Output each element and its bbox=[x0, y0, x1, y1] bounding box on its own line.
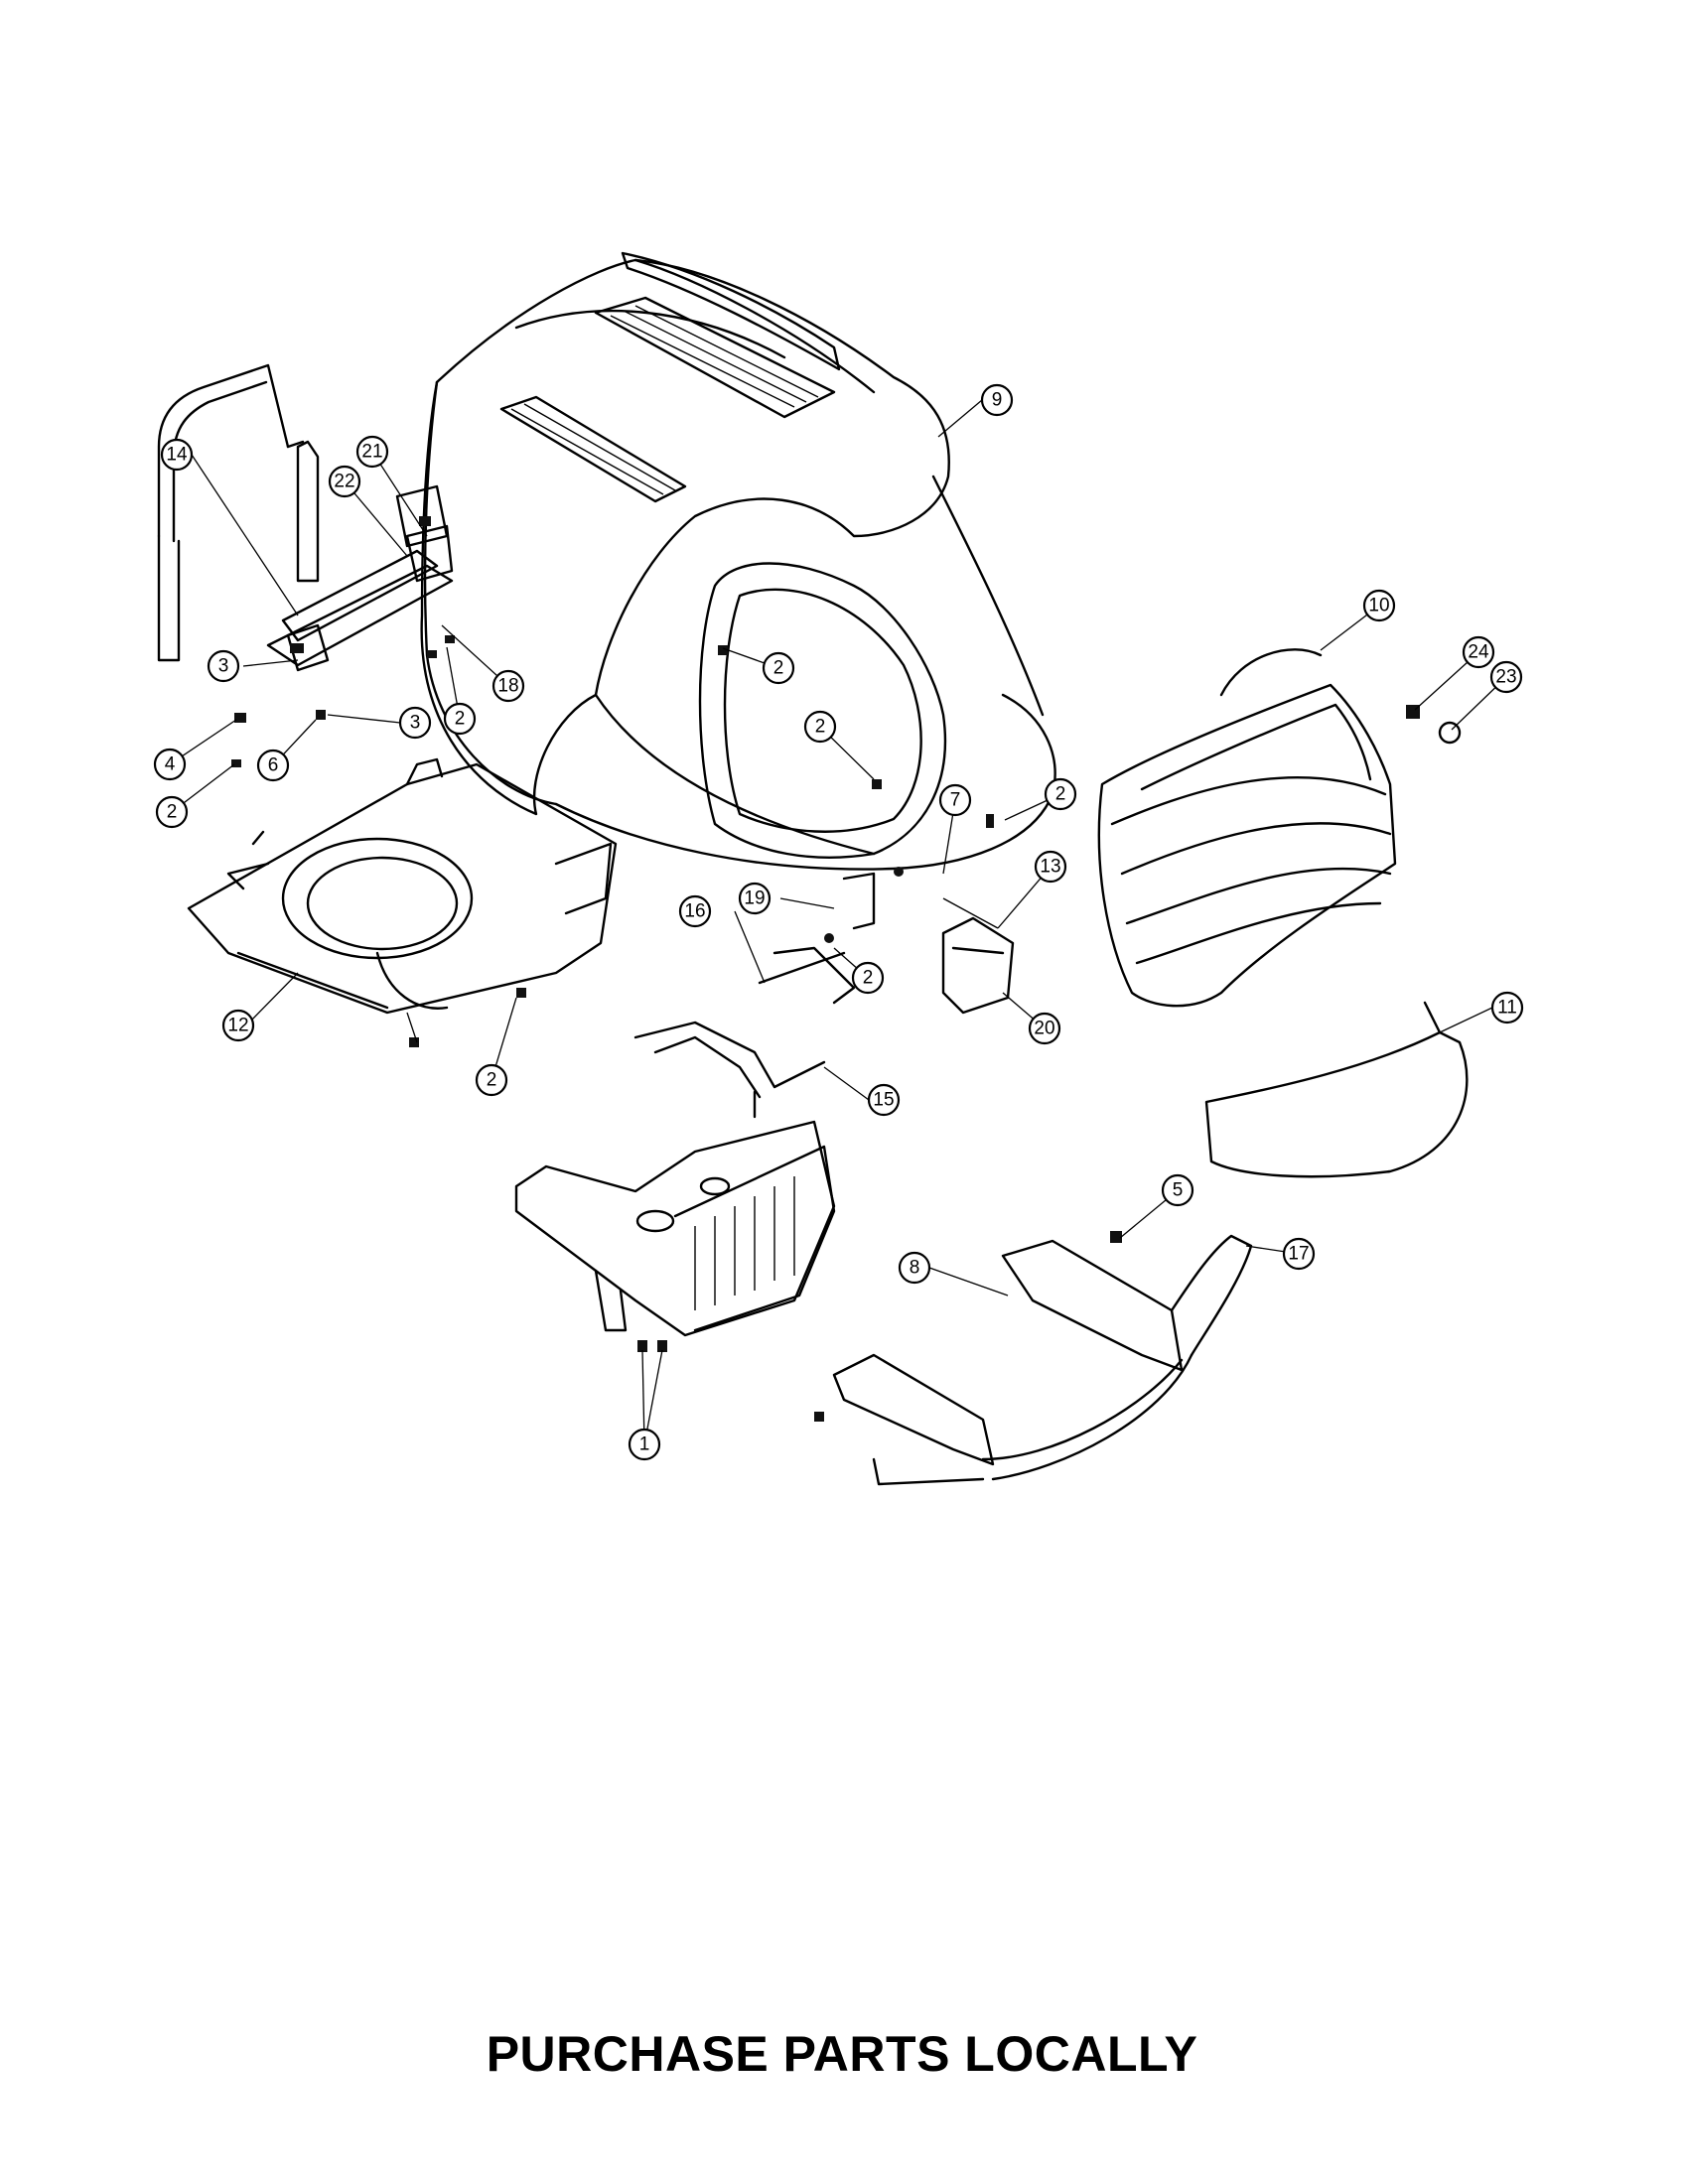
svg-text:9: 9 bbox=[992, 390, 1003, 411]
svg-text:3: 3 bbox=[218, 656, 229, 677]
svg-text:2: 2 bbox=[487, 1070, 497, 1091]
callouts: 1 2 2 2 2 2 2 2 3 3 4 5 6 7 8 9 10 11 12… bbox=[153, 383, 1524, 1461]
callout-24: 24 bbox=[1462, 635, 1495, 669]
callout-23: 23 bbox=[1489, 660, 1523, 694]
callout-8: 8 bbox=[898, 1251, 931, 1285]
callout-22: 22 bbox=[328, 465, 361, 498]
callout-3: 3 bbox=[398, 706, 432, 740]
footer-note: PURCHASE PARTS LOCALLY bbox=[486, 2026, 1198, 2082]
svg-text:13: 13 bbox=[1040, 857, 1060, 878]
svg-text:4: 4 bbox=[165, 754, 176, 775]
svg-text:16: 16 bbox=[684, 901, 705, 922]
leader-lines bbox=[169, 399, 1507, 1445]
svg-text:10: 10 bbox=[1368, 596, 1389, 616]
frame-cover-part bbox=[514, 1120, 836, 1337]
callout-2: 2 bbox=[762, 651, 795, 685]
callout-21: 21 bbox=[355, 435, 389, 469]
svg-text:14: 14 bbox=[166, 445, 188, 466]
callout-11: 11 bbox=[1490, 991, 1524, 1024]
svg-text:24: 24 bbox=[1468, 642, 1489, 663]
grille-insert-part bbox=[1204, 1001, 1469, 1178]
hinge-bracket-part bbox=[266, 484, 454, 672]
svg-text:2: 2 bbox=[773, 658, 784, 679]
callout-2: 2 bbox=[851, 961, 885, 995]
svg-text:17: 17 bbox=[1288, 1244, 1309, 1265]
svg-text:5: 5 bbox=[1173, 1180, 1184, 1201]
callout-2: 2 bbox=[803, 710, 837, 744]
callout-9: 9 bbox=[980, 383, 1014, 417]
bumper-part bbox=[832, 1234, 1253, 1486]
svg-text:3: 3 bbox=[410, 713, 421, 734]
svg-text:8: 8 bbox=[910, 1258, 920, 1279]
svg-text:2: 2 bbox=[167, 802, 178, 823]
callout-4: 4 bbox=[153, 748, 187, 781]
callout-2: 2 bbox=[475, 1063, 508, 1097]
svg-text:19: 19 bbox=[744, 888, 765, 909]
latch-part bbox=[758, 867, 1015, 1015]
callout-13: 13 bbox=[1034, 850, 1067, 884]
svg-text:12: 12 bbox=[227, 1016, 248, 1036]
callout-1: 1 bbox=[628, 1428, 661, 1461]
callout-7: 7 bbox=[938, 783, 972, 817]
svg-text:11: 11 bbox=[1497, 998, 1517, 1019]
callout-14: 14 bbox=[160, 438, 194, 472]
pivot-bar-part bbox=[633, 946, 856, 1119]
fasteners bbox=[231, 635, 1462, 1422]
callout-18: 18 bbox=[491, 669, 525, 703]
callout-20: 20 bbox=[1028, 1012, 1061, 1045]
callout-10: 10 bbox=[1362, 589, 1396, 622]
svg-text:2: 2 bbox=[863, 968, 874, 989]
callout-17: 17 bbox=[1282, 1237, 1316, 1271]
svg-text:22: 22 bbox=[334, 472, 354, 492]
svg-text:6: 6 bbox=[268, 755, 279, 776]
svg-text:1: 1 bbox=[639, 1434, 650, 1455]
svg-text:2: 2 bbox=[815, 717, 826, 738]
svg-text:23: 23 bbox=[1495, 667, 1516, 688]
callout-2: 2 bbox=[1044, 777, 1077, 811]
callout-12: 12 bbox=[221, 1009, 255, 1042]
callout-3: 3 bbox=[207, 649, 240, 683]
svg-text:21: 21 bbox=[361, 442, 382, 463]
callout-6: 6 bbox=[256, 749, 290, 782]
svg-text:15: 15 bbox=[873, 1090, 894, 1111]
callout-19: 19 bbox=[738, 882, 772, 915]
dash-panel-part bbox=[187, 757, 618, 1015]
svg-text:20: 20 bbox=[1034, 1019, 1054, 1039]
grille-part bbox=[1097, 648, 1397, 1008]
svg-text:7: 7 bbox=[950, 790, 961, 811]
svg-text:2: 2 bbox=[455, 709, 466, 730]
callout-2: 2 bbox=[443, 702, 477, 736]
svg-text:18: 18 bbox=[497, 676, 518, 697]
callout-15: 15 bbox=[867, 1083, 901, 1117]
hood-part bbox=[420, 251, 1056, 871]
callout-5: 5 bbox=[1161, 1173, 1194, 1207]
callout-2: 2 bbox=[155, 795, 189, 829]
callout-16: 16 bbox=[678, 894, 712, 928]
svg-text:2: 2 bbox=[1055, 784, 1066, 805]
